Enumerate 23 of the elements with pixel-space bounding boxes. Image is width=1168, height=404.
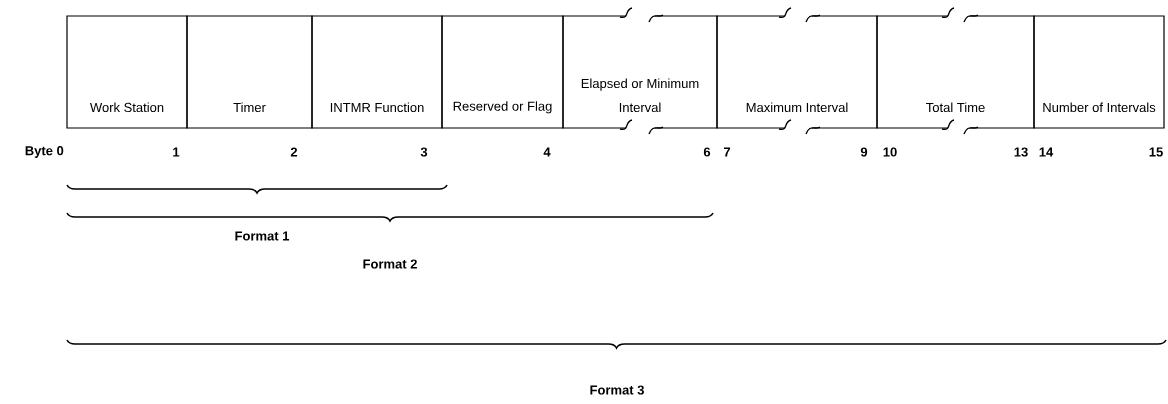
byte-number: 14: [1039, 147, 1054, 157]
field-box: Number of Intervals: [1033, 15, 1165, 129]
format-label: Format 2: [363, 259, 417, 269]
format-label: Format 1: [235, 231, 290, 241]
byte-number: 3: [420, 147, 428, 157]
byte-number: 1: [173, 147, 180, 157]
byte-number: 6: [703, 147, 711, 157]
field-box: Timer: [186, 15, 313, 129]
field-box: Elapsed or Minimum Interval: [562, 15, 718, 129]
byte-number: 13: [1014, 147, 1028, 157]
field-box: INTMR Function: [311, 15, 443, 129]
field-box: Reserved or Flag: [441, 15, 564, 129]
byte-number: 4: [543, 147, 551, 157]
field-box: Maximum Interval: [716, 15, 878, 129]
byte-number: 15: [1149, 147, 1163, 157]
byte-number: 9: [860, 147, 868, 157]
byte-number: 10: [883, 147, 897, 157]
byte-number: 7: [723, 147, 731, 157]
byte-number: 2: [290, 147, 298, 157]
format-label: Format 3: [590, 385, 644, 395]
field-box: Total Time: [876, 15, 1035, 129]
field-box: Work Station: [66, 15, 188, 129]
byte-label: Byte 0: [25, 146, 64, 158]
